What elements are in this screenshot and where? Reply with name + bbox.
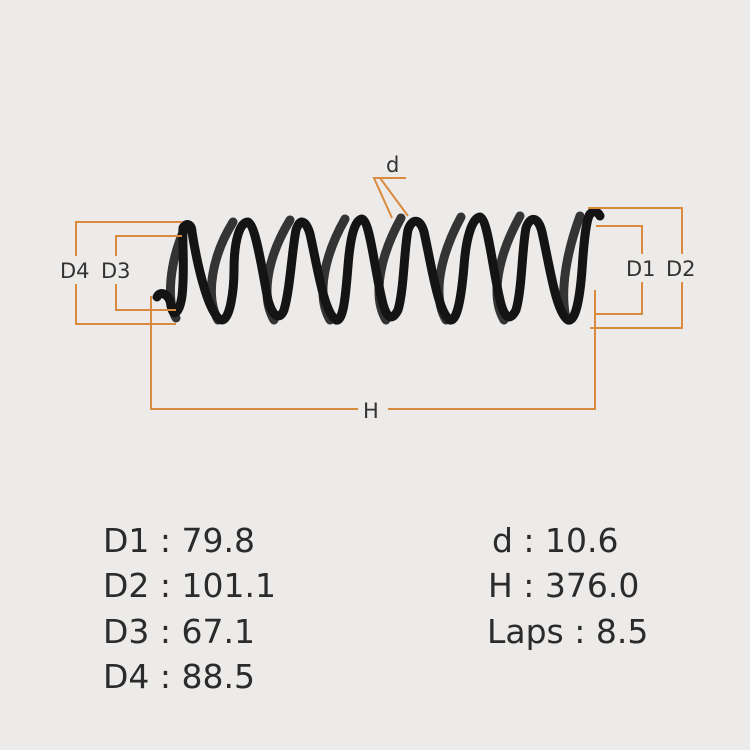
d-leader-left	[372, 177, 406, 219]
d4-label: D4	[60, 259, 90, 283]
h-label: H	[363, 399, 379, 423]
d3-label: D3	[101, 259, 131, 283]
spec-d2: D2 : 101.1	[103, 566, 276, 605]
spec-d4: D4 : 88.5	[103, 657, 255, 696]
spring-front-coils	[152, 207, 605, 325]
spec-height: H : 376.0	[488, 566, 640, 605]
d-label: d	[386, 153, 399, 177]
coil-spring	[152, 207, 605, 325]
spec-d3: D3 : 67.1	[103, 612, 255, 651]
spec-d1: D1 : 79.8	[103, 521, 255, 560]
d-leader-right	[379, 177, 409, 217]
spec-laps: Laps : 8.5	[487, 612, 649, 651]
d2-label: D2	[666, 257, 696, 281]
spec-wire-diameter: d : 10.6	[492, 521, 619, 560]
d1-label: D1	[626, 257, 656, 281]
